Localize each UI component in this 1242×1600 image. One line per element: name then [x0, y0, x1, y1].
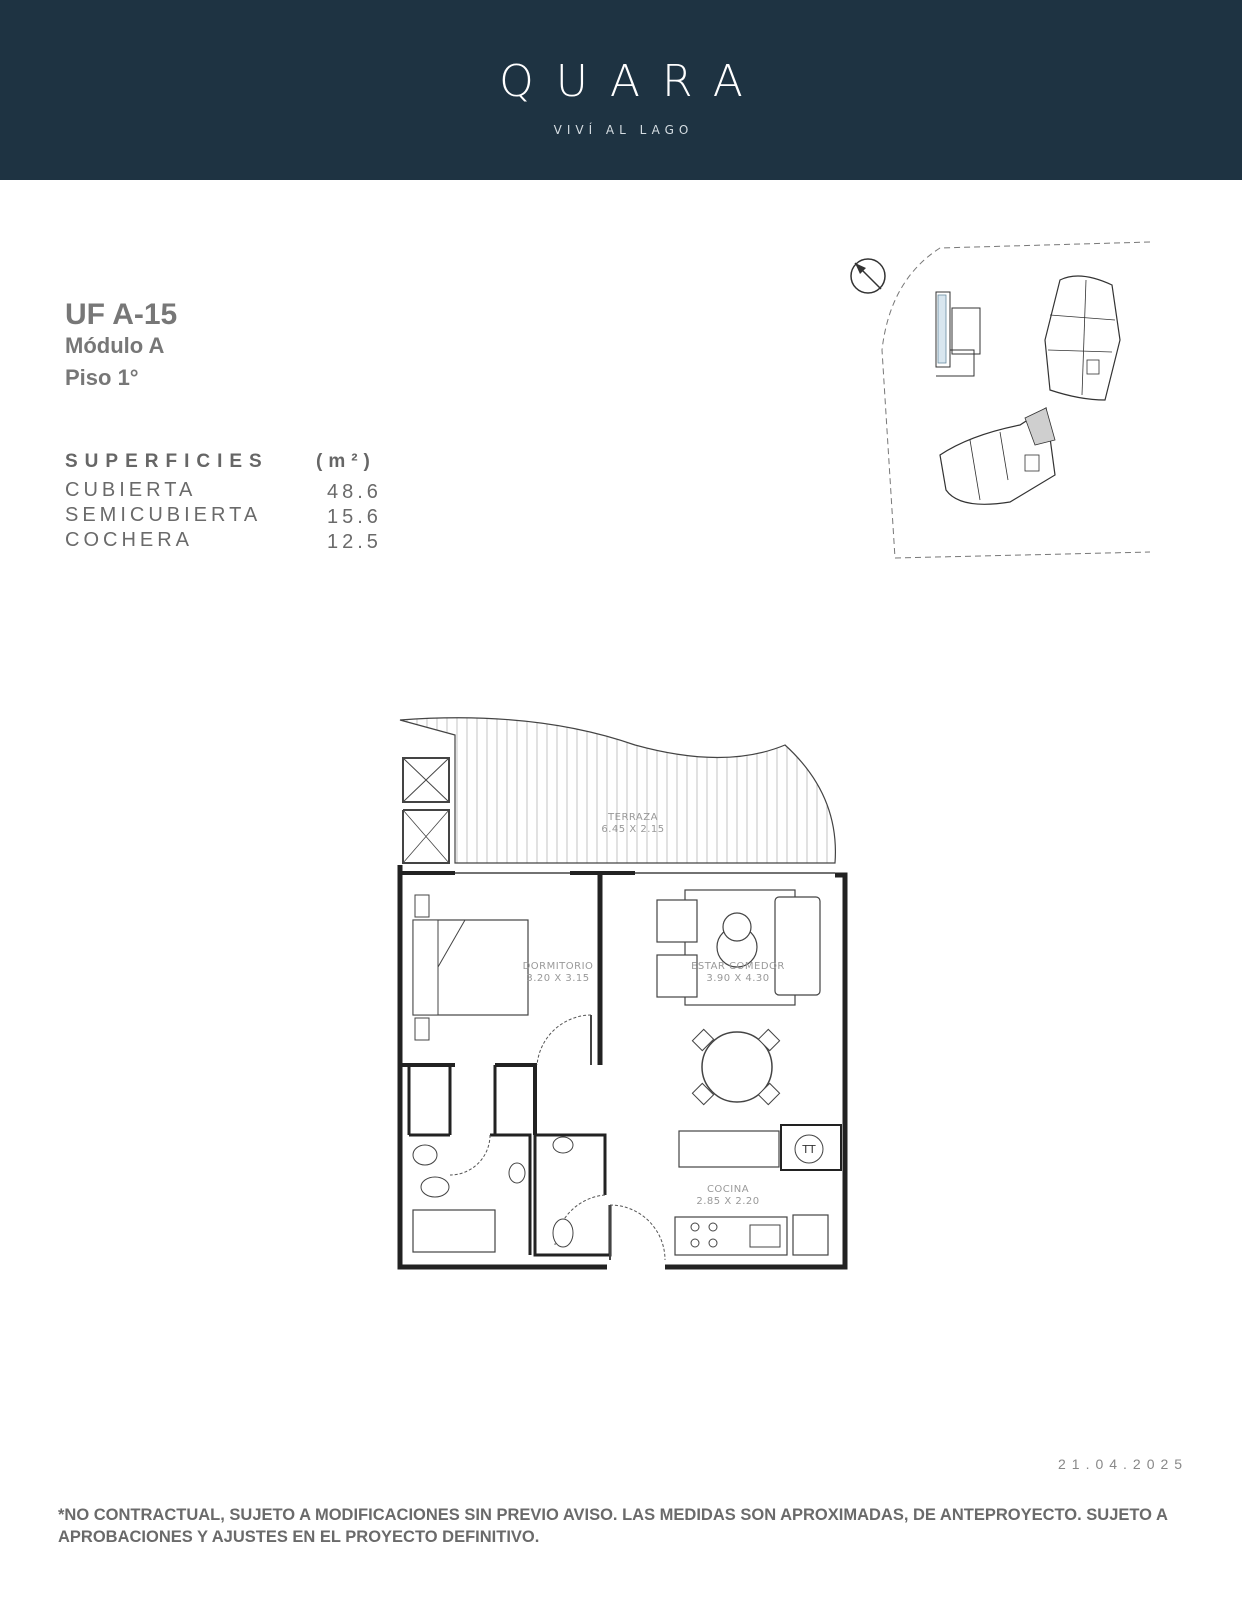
kitchen-island: [678, 1130, 780, 1168]
room-name-dormitorio: DORMITORIO: [523, 961, 594, 972]
plan-date: 21.04.2025: [1058, 1456, 1189, 1472]
unit-title: UF A-15: [65, 298, 178, 331]
surface-label-cochera: COCHERA: [65, 529, 194, 551]
surface-value-cubierta: 48.6: [327, 481, 382, 503]
room-name-terraza: TERRAZA: [607, 812, 658, 823]
surface-label-cubierta: CUBIERTA: [65, 479, 197, 501]
surfaces-heading: SUPERFICIES: [65, 451, 269, 472]
unit-floor: Piso 1°: [65, 365, 139, 390]
sofa: [774, 896, 821, 996]
disclaimer-text: *NO CONTRACTUAL, SUJETO A MODIFICACIONES…: [58, 1506, 1168, 1546]
fridge: [792, 1214, 829, 1256]
room-dims-cocina: 2.85 X 2.20: [696, 1196, 759, 1207]
room-name-estar-comedor: ESTAR COMEDOR: [691, 961, 785, 972]
surfaces-unit: (m²): [316, 451, 376, 472]
north-compass-icon: [850, 258, 886, 294]
header-banner: QUARA VIVÍ AL LAGO: [0, 0, 1242, 180]
room-name-cocina: COCINA: [707, 1184, 749, 1195]
kitchen-counter: [674, 1216, 788, 1256]
site-boundary: [881, 241, 1151, 559]
tt-label: TT: [801, 1143, 816, 1156]
bathtub: [412, 1209, 496, 1253]
site-key-plan: [850, 241, 1151, 559]
room-dims-dormitorio: 3.20 X 3.15: [526, 973, 589, 984]
surface-value-cochera: 12.5: [327, 531, 382, 553]
unit-module: Módulo A: [65, 333, 165, 358]
room-dims-estar-comedor: 3.90 X 4.30: [706, 973, 769, 984]
brand-tagline: VIVÍ AL LAGO: [553, 123, 694, 137]
surface-value-semicubierta: 15.6: [327, 506, 382, 528]
terrace-area: [399, 717, 837, 864]
surface-label-semicubierta: SEMICUBIERTA: [65, 504, 262, 526]
room-dims-terraza: 6.45 X 2.15: [601, 824, 664, 835]
brand-logo: QUARA: [499, 56, 765, 107]
dining-table: [701, 1031, 773, 1103]
floor-plan: TT TERRAZA 6.45 X 2.15 DORMITORIO 3.20 X…: [397, 717, 848, 1270]
